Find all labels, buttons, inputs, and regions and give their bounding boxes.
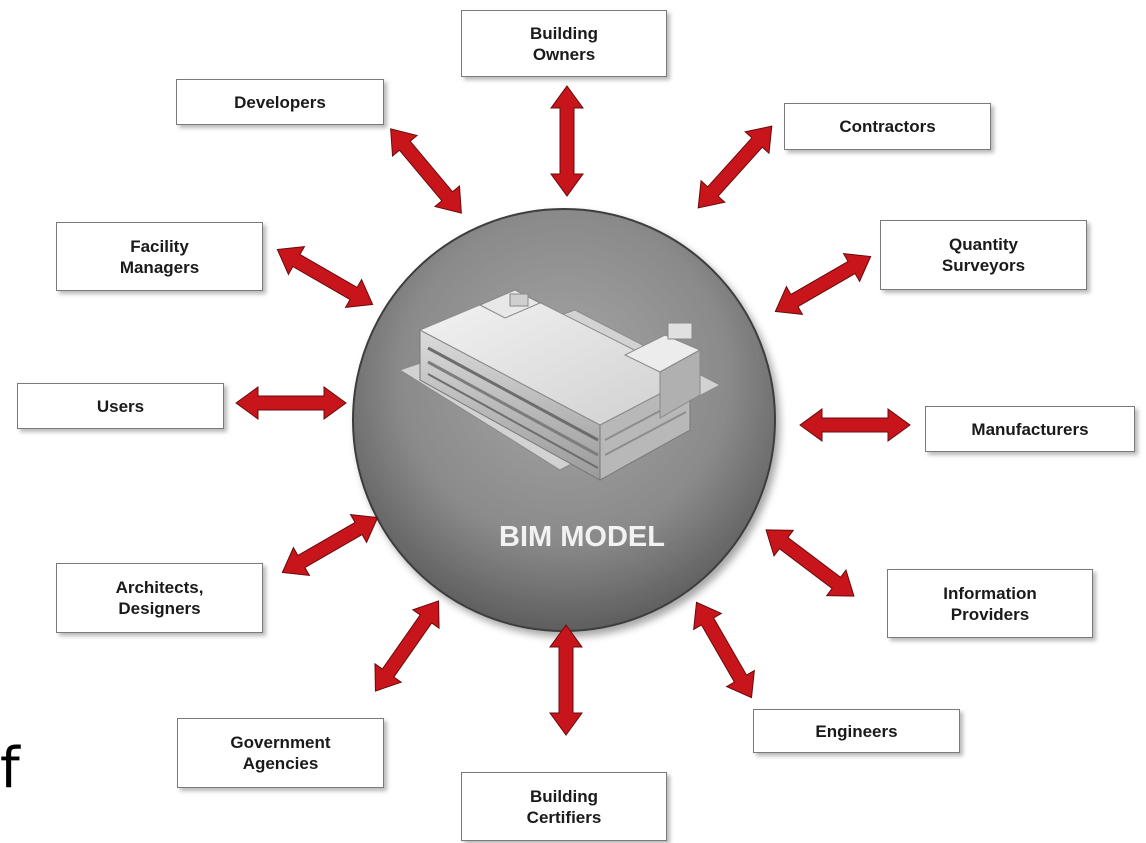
arrow-manufacturers: [799, 408, 911, 442]
arrow-engineers: [693, 601, 755, 699]
arrow-architects-designers: [281, 514, 379, 576]
stakeholder-information-providers: Information Providers: [887, 569, 1093, 638]
arrow-quantity-surveyors: [774, 253, 872, 315]
stakeholder-developers: Developers: [176, 79, 384, 125]
arrow-users: [235, 386, 347, 420]
arrow-contractors: [697, 125, 773, 209]
arrow-government-agencies: [374, 600, 440, 692]
arrow-facility-managers: [276, 246, 374, 308]
arrow-information-providers: [765, 529, 855, 597]
stakeholder-facility-managers: Facility Managers: [56, 222, 263, 291]
stakeholder-users: Users: [17, 383, 224, 429]
stakeholder-contractors: Contractors: [784, 103, 991, 150]
building-model-image: [398, 289, 722, 481]
arrow-building-certifiers: [549, 624, 583, 736]
stakeholder-quantity-surveyors: Quantity Surveyors: [880, 220, 1087, 290]
center-label: BIM MODEL: [499, 521, 665, 553]
arrow-building-owners: [550, 85, 584, 197]
stakeholder-building-certifiers: Building Certifiers: [461, 772, 667, 841]
stakeholder-engineers: Engineers: [753, 709, 960, 753]
arrow-developers: [390, 128, 462, 214]
stakeholder-building-owners: Building Owners: [461, 10, 667, 77]
stakeholder-government-agencies: Government Agencies: [177, 718, 384, 788]
stakeholder-architects-designers: Architects, Designers: [56, 563, 263, 633]
stray-character: f: [0, 736, 20, 801]
connector-arrows: [235, 85, 911, 736]
stakeholder-manufacturers: Manufacturers: [925, 406, 1135, 452]
